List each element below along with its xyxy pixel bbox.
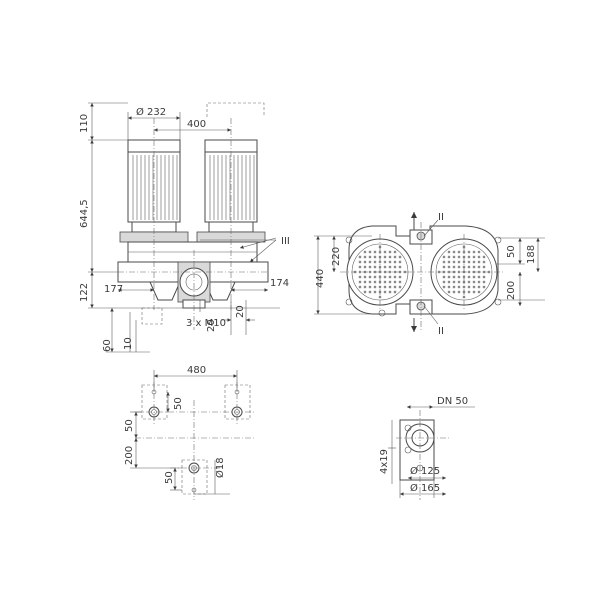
dim-480: 480 [187, 365, 206, 376]
foot-left-outline [141, 307, 163, 325]
foot-plan: 480 50 50 200 50 [124, 365, 255, 500]
dim-bolts-3xM10: 3 x M10 [186, 318, 226, 329]
dim-122: 122 [79, 283, 90, 302]
dim-50-foot-bottom: 50 [164, 471, 175, 484]
dim-diameter-18: Ø18 [214, 457, 226, 478]
dim-174: 174 [270, 278, 289, 289]
dim-60: 60 [102, 339, 113, 352]
dim-50-top: 50 [506, 245, 517, 258]
dim-50-foot-top: 50 [173, 397, 184, 410]
top-view: II II 440 220 50 188 200 [314, 212, 545, 337]
flange-detail: DN 50 4x19 Ø 125 Ø 165 [379, 396, 475, 500]
dim-177: 177 [104, 284, 123, 295]
dim-20-right: 20 [235, 305, 246, 318]
foot-pad-right [224, 384, 251, 420]
dim-20-center: 20 [206, 319, 217, 332]
dim-220: 220 [331, 247, 342, 266]
dim-400: 400 [187, 119, 206, 130]
motor-clearance-outline [206, 102, 265, 117]
dim-10: 10 [123, 337, 134, 350]
dim-diameter-232: Ø 232 [136, 106, 166, 118]
callout-II-top: II [438, 212, 444, 223]
pump-housing [117, 118, 269, 330]
dim-110: 110 [79, 114, 90, 133]
dim-200: 200 [506, 281, 517, 300]
front-view: Ø 232 400 110 644,5 122 177 174 III 3 x … [79, 102, 290, 353]
callout-II-bottom: II [438, 326, 444, 337]
dim-440: 440 [315, 269, 326, 288]
dim-200-foot: 200 [124, 446, 135, 465]
dim-50-foot-left: 50 [124, 419, 135, 432]
dim-DN50: DN 50 [437, 396, 468, 407]
callout-III: III [281, 236, 290, 247]
dim-188: 188 [526, 245, 537, 264]
dim-diameter-165: Ø 165 [410, 482, 440, 494]
dim-4x19: 4x19 [379, 449, 390, 474]
dim-diameter-125: Ø 125 [410, 465, 440, 477]
dim-644-5: 644,5 [79, 199, 90, 228]
